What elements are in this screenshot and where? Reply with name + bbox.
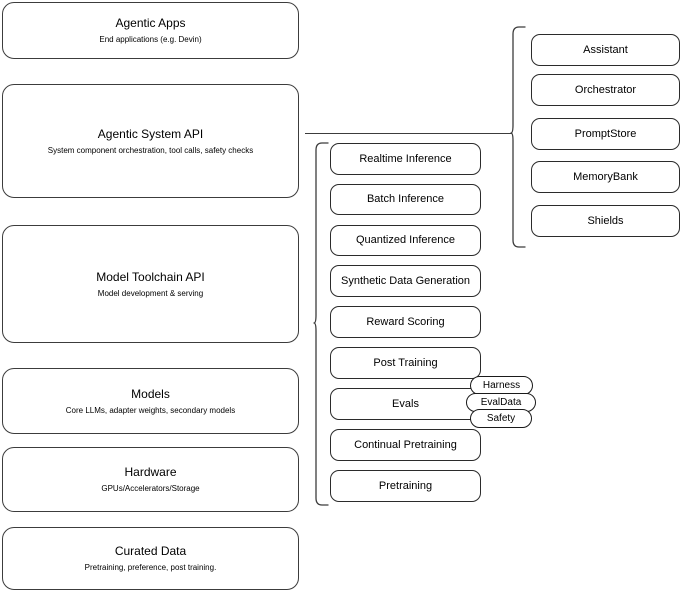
capability-box-pretraining[interactable]: Pretraining — [330, 470, 481, 502]
capability-label: Batch Inference — [366, 193, 445, 205]
layer-subtitle: Pretraining, preference, post training. — [84, 563, 217, 572]
capability-box-synthetic-data-generation[interactable]: Synthetic Data Generation — [330, 265, 481, 297]
component-box-memorybank[interactable]: MemoryBank — [531, 161, 680, 193]
layer-title: Hardware — [124, 465, 177, 479]
brace-right-column — [510, 25, 526, 249]
layer-subtitle: GPUs/Accelerators/Storage — [101, 484, 200, 493]
layer-title: Models — [131, 386, 170, 401]
layer-box-hardware[interactable]: Hardware GPUs/Accelerators/Storage — [2, 447, 299, 512]
capability-label: Post Training — [373, 356, 438, 369]
connector-line-agentic-system-api — [305, 133, 512, 134]
eval-badge-safety[interactable]: Safety — [470, 409, 532, 428]
capability-box-reward-scoring[interactable]: Reward Scoring — [330, 306, 481, 338]
layer-title: Curated Data — [114, 544, 187, 558]
eval-badge-label: Safety — [486, 412, 516, 424]
layer-subtitle: System component orchestration, tool cal… — [47, 145, 254, 155]
capability-box-post-training[interactable]: Post Training — [330, 347, 481, 379]
eval-badge-label: EvalData — [480, 396, 522, 408]
layer-box-models[interactable]: Models Core LLMs, adapter weights, secon… — [2, 368, 299, 434]
capability-box-quantized-inference[interactable]: Quantized Inference — [330, 225, 481, 256]
layer-title: Model Toolchain API — [96, 269, 205, 284]
capability-box-realtime-inference[interactable]: Realtime Inference — [330, 143, 481, 175]
eval-badge-label: Harness — [482, 379, 521, 391]
component-label: MemoryBank — [573, 170, 638, 183]
layer-title: Agentic Apps — [115, 16, 186, 30]
component-label: PromptStore — [574, 127, 637, 140]
capability-label: Quantized Inference — [355, 234, 456, 246]
component-box-promptstore[interactable]: PromptStore — [531, 118, 680, 150]
capability-box-continual-pretraining[interactable]: Continual Pretraining — [330, 429, 481, 461]
capability-label: Continual Pretraining — [354, 438, 457, 451]
component-label: Orchestrator — [574, 83, 637, 96]
component-box-assistant[interactable]: Assistant — [531, 34, 680, 66]
layer-box-agentic-apps[interactable]: Agentic Apps End applications (e.g. Devi… — [2, 2, 299, 59]
capability-label: Pretraining — [378, 479, 433, 492]
capability-box-evals[interactable]: Evals — [330, 388, 481, 420]
layer-box-agentic-system-api[interactable]: Agentic System API System component orch… — [2, 84, 299, 198]
layer-subtitle: Model development & serving — [97, 288, 204, 298]
component-box-shields[interactable]: Shields — [531, 205, 680, 237]
brace-middle-column — [313, 141, 329, 509]
capability-label: Evals — [392, 397, 419, 410]
component-box-orchestrator[interactable]: Orchestrator — [531, 74, 680, 106]
component-label: Assistant — [583, 43, 628, 56]
layer-box-curated-data[interactable]: Curated Data Pretraining, preference, po… — [2, 527, 299, 590]
capability-label: Reward Scoring — [366, 315, 445, 328]
layer-box-model-toolchain-api[interactable]: Model Toolchain API Model development & … — [2, 225, 299, 343]
layer-subtitle: End applications (e.g. Devin) — [99, 35, 202, 44]
component-label: Shields — [587, 214, 624, 227]
layer-subtitle: Core LLMs, adapter weights, secondary mo… — [65, 405, 236, 415]
layer-title: Agentic System API — [97, 126, 204, 141]
capability-label: Realtime Inference — [359, 152, 452, 165]
capability-label: Synthetic Data Generation — [340, 274, 471, 287]
capability-box-batch-inference[interactable]: Batch Inference — [330, 184, 481, 215]
